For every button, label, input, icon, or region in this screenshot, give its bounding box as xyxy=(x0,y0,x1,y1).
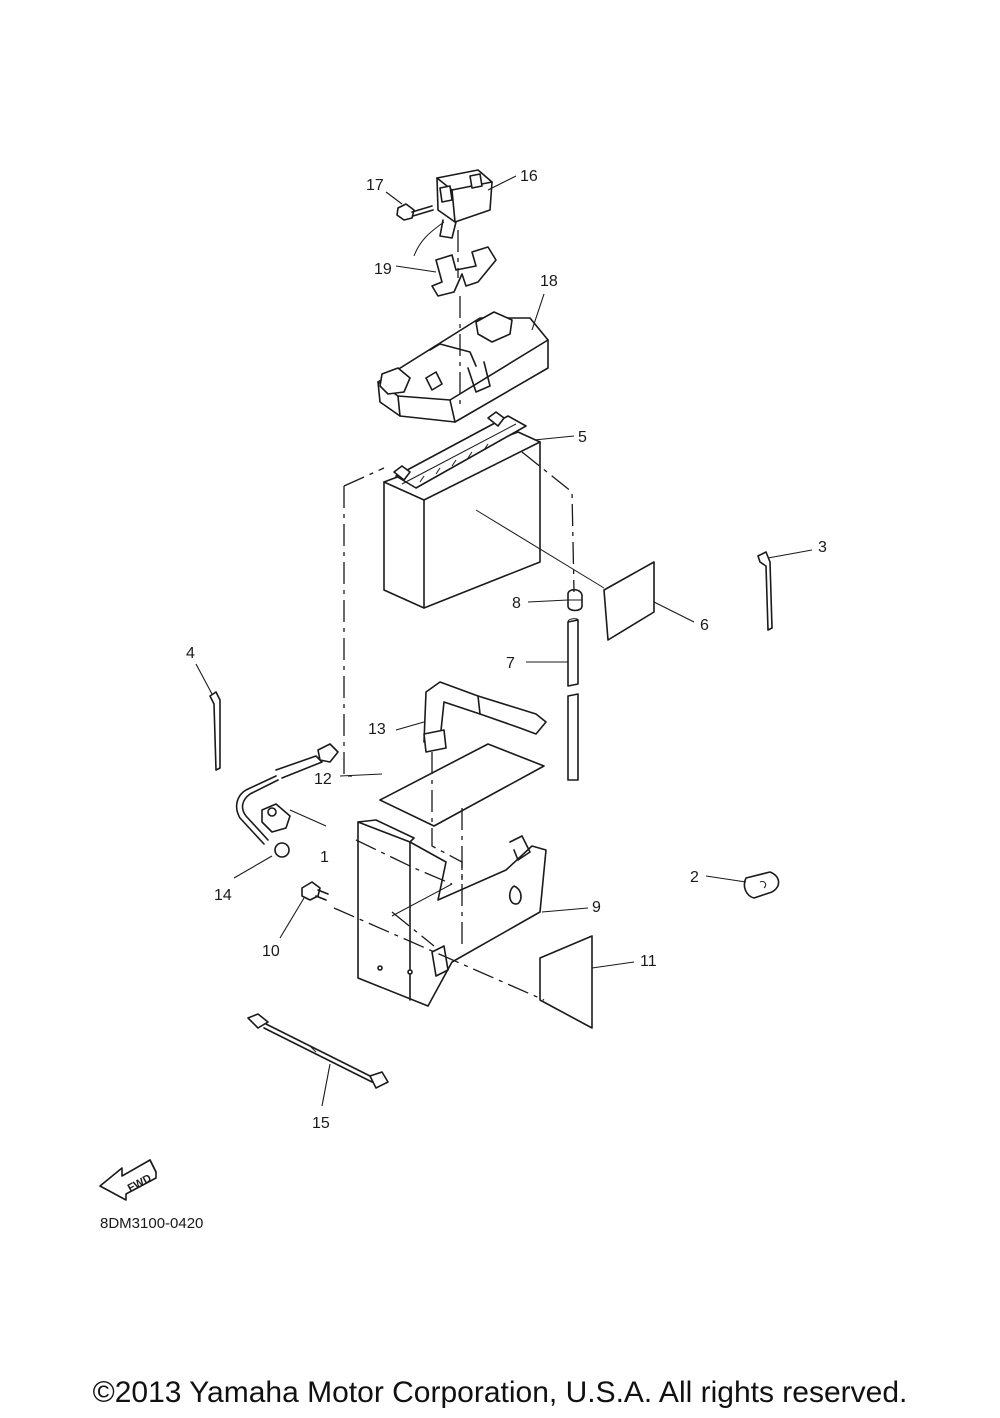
part-4-band[interactable] xyxy=(209,691,221,771)
part-13-battery-band[interactable] xyxy=(423,681,547,753)
part-16-starter-relay[interactable] xyxy=(413,169,493,257)
part-12-battery-pad[interactable] xyxy=(379,743,545,827)
diagram-code: 8DM3100-0420 xyxy=(100,1215,203,1232)
callout-9: 9 xyxy=(592,899,601,916)
part-5-battery[interactable] xyxy=(383,411,541,609)
part-1-terminal[interactable] xyxy=(261,803,291,833)
callout-2: 2 xyxy=(690,869,699,886)
part-19-relay-bracket[interactable] xyxy=(431,246,497,297)
callout-1: 1 xyxy=(320,849,329,866)
callout-3: 3 xyxy=(818,539,827,556)
part-15-wire-harness[interactable] xyxy=(247,1013,389,1089)
part-9-battery-case[interactable] xyxy=(357,819,547,1007)
fwd-arrow-icon: FWD xyxy=(99,1159,157,1201)
callout-15: 15 xyxy=(312,1115,330,1132)
copyright-notice: ©2013 Yamaha Motor Corporation, U.S.A. A… xyxy=(92,1376,908,1409)
callout-labels: 1 2 3 4 5 6 7 8 9 10 11 12 13 14 15 16 1… xyxy=(186,168,827,1132)
part-2-clamp[interactable] xyxy=(743,871,780,899)
part-18-battery-cover[interactable] xyxy=(377,311,549,423)
part-8-clamp[interactable] xyxy=(567,588,583,612)
part-11-plate[interactable] xyxy=(539,935,593,1029)
callout-11: 11 xyxy=(640,953,657,970)
part-17-bolt[interactable] xyxy=(396,203,434,221)
callout-5: 5 xyxy=(578,429,587,446)
callout-19: 19 xyxy=(374,261,392,278)
callout-16: 16 xyxy=(520,168,538,185)
part-3-band[interactable] xyxy=(757,551,773,631)
callout-13: 13 xyxy=(368,721,386,738)
part-6-label[interactable] xyxy=(603,561,655,641)
callout-17: 17 xyxy=(366,177,384,194)
callout-4: 4 xyxy=(186,645,195,662)
leader-lines xyxy=(195,175,813,1107)
callout-7: 7 xyxy=(506,655,515,672)
part-14-battery-lead[interactable] xyxy=(235,743,339,858)
callout-18: 18 xyxy=(540,273,558,290)
callout-12: 12 xyxy=(314,771,332,788)
callout-6: 6 xyxy=(700,617,709,634)
callout-10: 10 xyxy=(262,943,280,960)
part-10-bolt[interactable] xyxy=(301,881,329,901)
callout-8: 8 xyxy=(512,595,521,612)
part-7-breather-hose[interactable] xyxy=(567,618,579,781)
callout-14: 14 xyxy=(214,887,232,904)
